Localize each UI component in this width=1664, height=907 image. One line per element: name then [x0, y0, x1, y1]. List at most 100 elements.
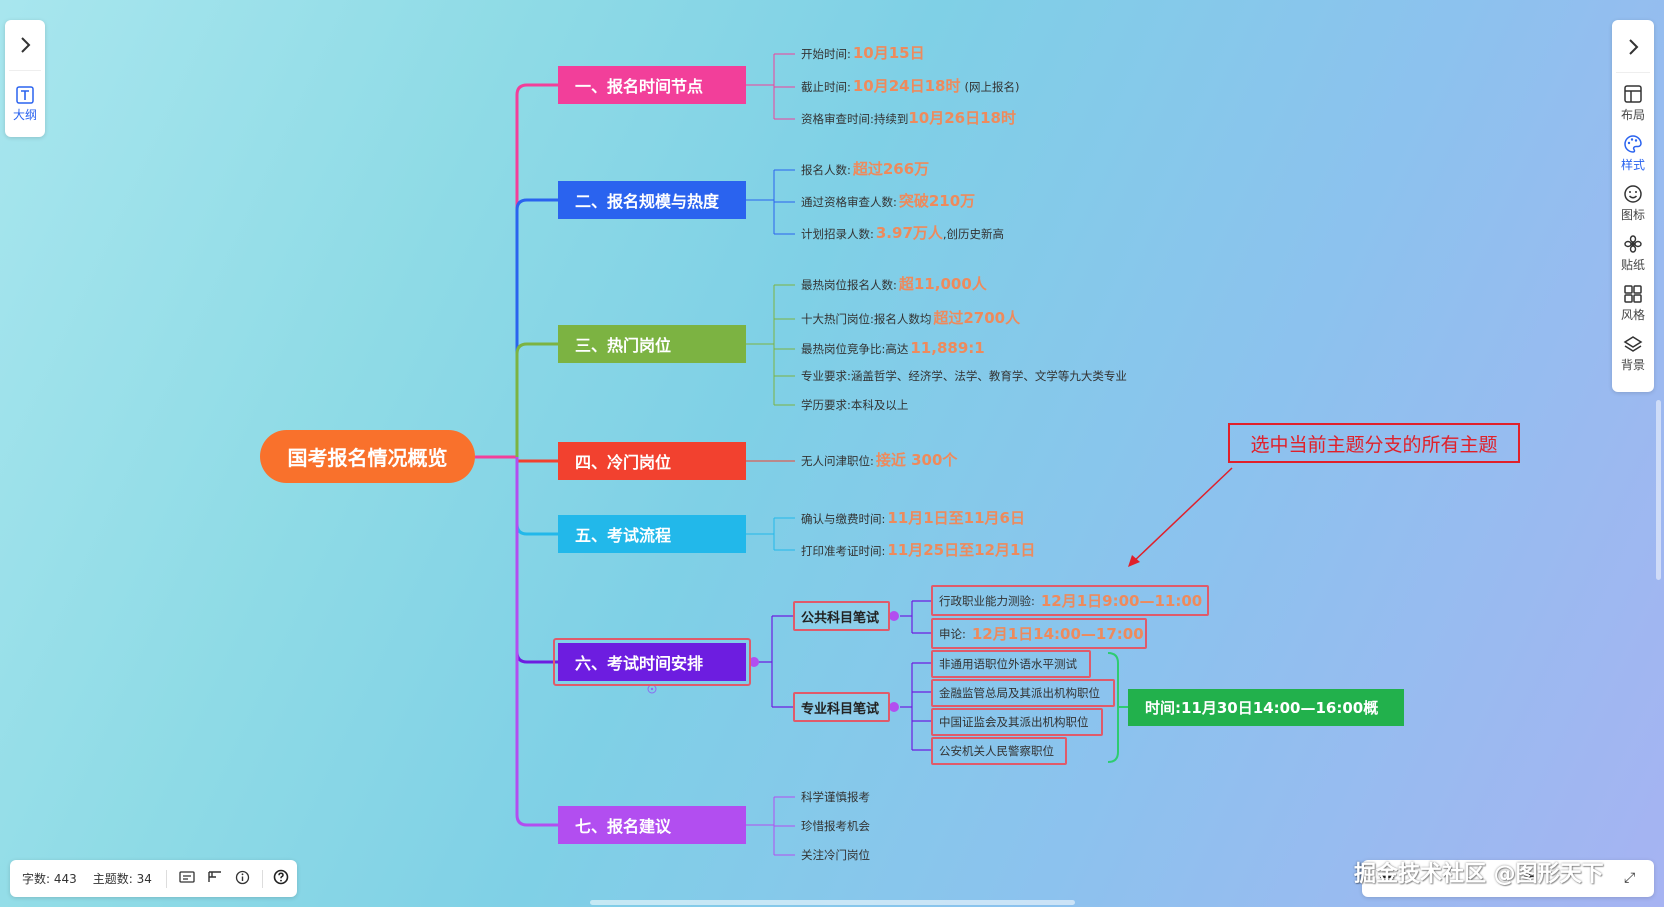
- horizontal-scrollbar[interactable]: [590, 900, 1075, 905]
- theme-button[interactable]: 风格: [1612, 284, 1654, 323]
- leaf-highlight: 11月25日至12月1日: [887, 541, 1036, 559]
- zoom-in-icon[interactable]: +: [1522, 866, 1538, 887]
- status-bar: 字数: 443 主题数: 34: [10, 860, 297, 897]
- leaf-text: 最热岗位报名人数:: [801, 278, 897, 292]
- root-topic[interactable]: 国考报名情况概览: [260, 430, 475, 483]
- leaf-b1-1[interactable]: 截止时间:10月24日18时(网上报名): [801, 78, 1019, 95]
- divider: [165, 869, 167, 888]
- leaf-text: 开始时间:: [801, 47, 851, 61]
- exam-professional-item-3[interactable]: 公安机关人民警察职位: [931, 737, 1067, 765]
- fullscreen-icon[interactable]: ⤢: [1624, 870, 1636, 886]
- leaf-highlight: 超过2700人: [933, 309, 1021, 327]
- leaf-b3-4[interactable]: 学历要求:本科及以上: [801, 397, 908, 413]
- leaf-b7-1[interactable]: 珍惜报考机会: [801, 819, 870, 833]
- leaf-highlight: 3.97万人: [875, 224, 943, 242]
- expand-left-button[interactable]: [5, 30, 45, 60]
- leaf-highlight: 11,889:1: [910, 339, 985, 357]
- smiley-icon: [1624, 185, 1642, 203]
- leaf-text: 截止时间:: [801, 80, 851, 94]
- leaf-highlight: 突破210万: [898, 192, 976, 210]
- annotation-box: 选中当前主题分支的所有主题: [1228, 423, 1520, 463]
- background-label: 背景: [1620, 358, 1645, 372]
- leaf-b7-0[interactable]: 科学谨慎报考: [801, 790, 870, 804]
- leaf-b7-2[interactable]: 关注冷门岗位: [801, 848, 870, 862]
- leaf-b1-0[interactable]: 开始时间:10月15日: [801, 45, 925, 62]
- minimap-icon[interactable]: [179, 870, 195, 887]
- background-button[interactable]: 背景: [1612, 334, 1654, 373]
- leaf-text: 资格审查时间:持续到: [801, 112, 909, 126]
- chevron-right-icon: [21, 37, 31, 53]
- leaf-text: 学历要求:本科及以上: [801, 398, 909, 412]
- leaf-text: 十大热门岗位:报名人数均: [801, 312, 932, 326]
- vertical-scrollbar[interactable]: [1656, 400, 1661, 580]
- subtopic-professional-exam[interactable]: 专业科目笔试: [793, 692, 890, 722]
- leaf-b2-1[interactable]: 通过资格审查人数:突破210万: [801, 193, 975, 210]
- flower-icon: [1624, 235, 1642, 253]
- chevron-right-icon: [1629, 39, 1639, 55]
- outline-label: 大纲: [12, 108, 37, 122]
- branch-topic-7[interactable]: 七、报名建议: [558, 806, 746, 844]
- leaf-b5-1[interactable]: 打印准考证时间:11月25日至12月1日: [801, 542, 1035, 559]
- branch-topic-6[interactable]: 六、考试时间安排: [558, 643, 746, 681]
- exam-public-item-0[interactable]: 行政职业能力测验: 12月1日9:00—11:00: [931, 585, 1209, 616]
- leaf-b3-1[interactable]: 十大热门岗位:报名人数均超过2700人: [801, 310, 1020, 327]
- zoom-out-icon[interactable]: [1380, 876, 1394, 878]
- branch-topic-2[interactable]: 二、报名规模与热度: [558, 181, 746, 219]
- leaf-text: 通过资格审查人数:: [801, 195, 897, 209]
- leaf-b4-0[interactable]: 无人问津职位:接近 300个: [801, 452, 957, 469]
- leaf-b3-3[interactable]: 专业要求:涵盖哲学、经济学、法学、教育学、文学等九大类专业: [801, 368, 1127, 384]
- leaf-highlight: 超过266万: [852, 160, 930, 178]
- summary-topic[interactable]: 时间:11月30日14:00—16:00概: [1128, 689, 1404, 726]
- leaf-b1-2[interactable]: 资格审查时间:持续到10月26日18时: [801, 110, 1016, 127]
- layout-icon: [1624, 85, 1642, 103]
- info-icon[interactable]: [235, 870, 250, 888]
- exam-professional-item-1[interactable]: 金融监管总局及其派出机构职位: [931, 679, 1115, 707]
- theme-label: 风格: [1620, 308, 1645, 322]
- leaf-b2-0[interactable]: 报名人数:超过266万: [801, 161, 929, 178]
- leaf-highlight: 10月15日: [852, 44, 925, 62]
- icon-button[interactable]: 图标: [1612, 184, 1654, 223]
- branch-topic-6-selection: [553, 638, 751, 686]
- left-panel: 大纲: [5, 20, 45, 137]
- exam-public-item-1[interactable]: 申论:12月1日14:00—17:00: [931, 618, 1147, 649]
- leaf-highlight: 11月1日至11月6日: [887, 509, 1025, 527]
- subtopic-public-exam[interactable]: 公共科目笔试: [793, 601, 890, 631]
- palette-icon: [1624, 135, 1642, 153]
- leaf-text: 报名人数:: [801, 163, 851, 177]
- branch-topic-4[interactable]: 四、冷门岗位: [558, 442, 746, 480]
- exam-professional-item-0[interactable]: 非通用语职位外语水平测试: [931, 650, 1091, 678]
- word-count: 字数: 443: [22, 872, 77, 886]
- leaf-highlight: 10月24日18时: [852, 77, 961, 95]
- sticker-button[interactable]: 贴纸: [1612, 234, 1654, 273]
- layout-label: 布局: [1620, 108, 1645, 122]
- leaf-highlight: 12月1日14:00—17:00: [971, 625, 1144, 643]
- branch-topic-3[interactable]: 三、热门岗位: [558, 325, 746, 363]
- topic-count: 主题数: 34: [92, 872, 152, 886]
- help-icon[interactable]: [273, 869, 289, 888]
- leaf-highlight: 12月1日9:00—11:00: [1040, 592, 1203, 610]
- leaf-text: 确认与缴费时间:: [801, 512, 886, 526]
- branch-topic-1[interactable]: 一、报名时间节点: [558, 66, 746, 104]
- leaf-b3-0[interactable]: 最热岗位报名人数:超11,000人: [801, 276, 987, 293]
- leaf-text: 计划招录人数:: [801, 227, 874, 241]
- leaf-text: 行政职业能力测验:: [939, 593, 1035, 608]
- leaf-text: 打印准考证时间:: [801, 544, 886, 558]
- leaf-suffix: ,创历史新高: [942, 227, 1005, 241]
- divider: [261, 869, 263, 888]
- exam-professional-item-2[interactable]: 中国证监会及其派出机构职位: [931, 708, 1103, 736]
- outline-icon: [16, 86, 34, 104]
- icon-label: 图标: [1620, 208, 1645, 222]
- branch-topic-5[interactable]: 五、考试流程: [558, 515, 746, 553]
- tree-icon[interactable]: [207, 870, 223, 887]
- sticker-label: 贴纸: [1620, 258, 1645, 272]
- style-button[interactable]: 样式: [1612, 134, 1654, 173]
- grid-icon: [1624, 285, 1642, 303]
- leaf-b5-0[interactable]: 确认与缴费时间:11月1日至11月6日: [801, 510, 1025, 527]
- layout-button[interactable]: 布局: [1612, 84, 1654, 123]
- outline-button[interactable]: 大纲: [5, 85, 45, 123]
- leaf-highlight: 接近 300个: [875, 451, 958, 469]
- leaf-b2-2[interactable]: 计划招录人数:3.97万人,创历史新高: [801, 225, 1004, 242]
- expand-right-button[interactable]: [1612, 32, 1654, 62]
